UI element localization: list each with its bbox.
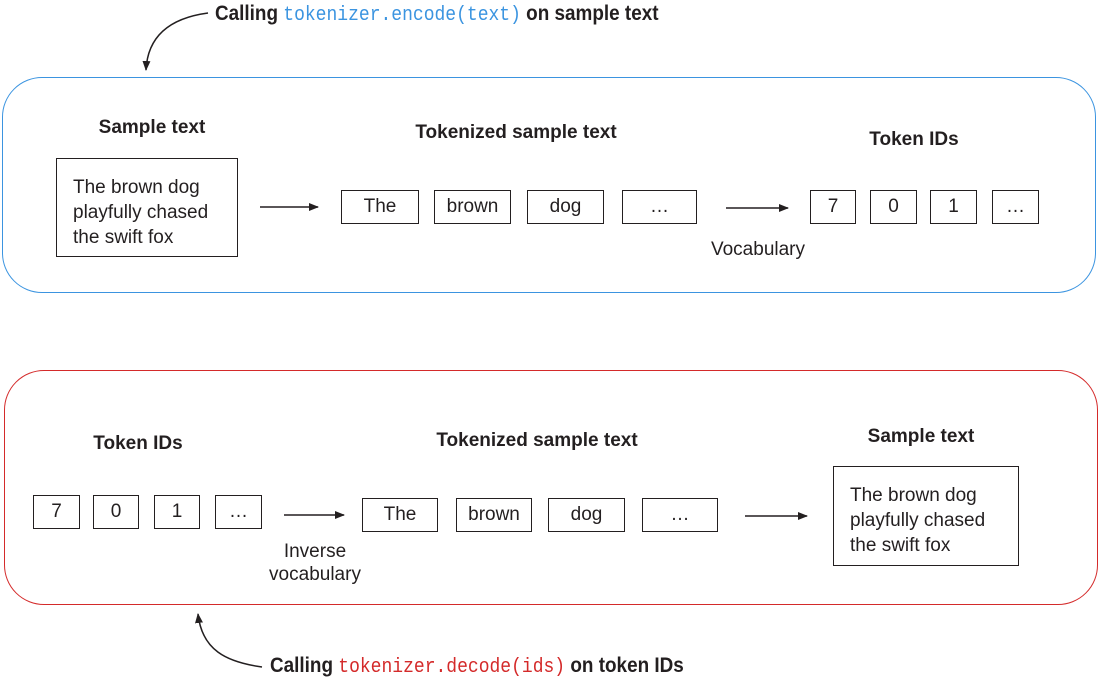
encode-token-cell: brown	[434, 190, 511, 224]
decode-token-cell: …	[642, 498, 718, 532]
encode-callout-suffix: on sample text	[526, 2, 659, 25]
encode-sample-heading: Sample text	[98, 117, 206, 138]
decode-panel	[4, 370, 1098, 605]
encode-callout-code: tokenizer.encode(text)	[283, 4, 521, 27]
decode-id-cell: 7	[33, 495, 80, 529]
encode-vocab-label: Vocabulary	[710, 239, 806, 260]
decode-callout-code: tokenizer.decode(ids)	[338, 656, 566, 679]
decode-sample-heading: Sample text	[867, 426, 975, 447]
encode-callout-arrow	[142, 12, 209, 71]
decode-id-cell: 0	[93, 495, 139, 529]
decode-inverse-vocab-line: vocabulary	[269, 564, 361, 585]
decode-id-cell: …	[215, 495, 262, 529]
encode-sample-line: the swift fox	[73, 227, 174, 248]
decode-ids-heading: Token IDs	[93, 433, 183, 454]
decode-tokenized-heading: Tokenized sample text	[436, 430, 638, 451]
encode-tokenized-heading: Tokenized sample text	[415, 122, 617, 143]
encode-id-cell: 1	[930, 190, 977, 224]
decode-callout-prefix: Calling	[270, 654, 334, 677]
decode-inverse-vocab-line: Inverse	[283, 541, 347, 562]
decode-callout-arrow	[195, 613, 263, 668]
decode-sample-line: The brown dog	[850, 485, 977, 506]
decode-sample-textbox: The brown dog playfully chased the swift…	[833, 466, 1019, 566]
decode-token-cell: brown	[456, 498, 532, 532]
encode-ids-heading: Token IDs	[869, 129, 959, 150]
encode-id-cell: 7	[810, 190, 856, 224]
encode-token-cell: dog	[527, 190, 604, 224]
encode-id-cell: …	[992, 190, 1039, 224]
encode-callout-prefix: Calling	[215, 2, 279, 25]
decode-callout-suffix: on token IDs	[570, 654, 684, 677]
encode-token-cell: …	[622, 190, 697, 224]
decode-sample-line: the swift fox	[850, 535, 951, 556]
encode-sample-line: The brown dog	[73, 177, 200, 198]
decode-callout: Calling tokenizer.decode(ids) on token I…	[270, 654, 684, 679]
encode-panel	[2, 77, 1096, 293]
encode-callout: Calling tokenizer.encode(text) on sample…	[215, 2, 659, 27]
encode-sample-textbox: The brown dog playfully chased the swift…	[56, 158, 238, 257]
encode-token-cell: The	[341, 190, 419, 224]
decode-token-cell: The	[362, 498, 438, 532]
decode-inverse-vocab-label: Inverse vocabulary	[269, 540, 361, 586]
decode-sample-line: playfully chased	[850, 510, 986, 531]
decode-id-cell: 1	[154, 495, 200, 529]
encode-id-cell: 0	[870, 190, 917, 224]
decode-token-cell: dog	[548, 498, 625, 532]
encode-sample-line: playfully chased	[73, 202, 209, 223]
